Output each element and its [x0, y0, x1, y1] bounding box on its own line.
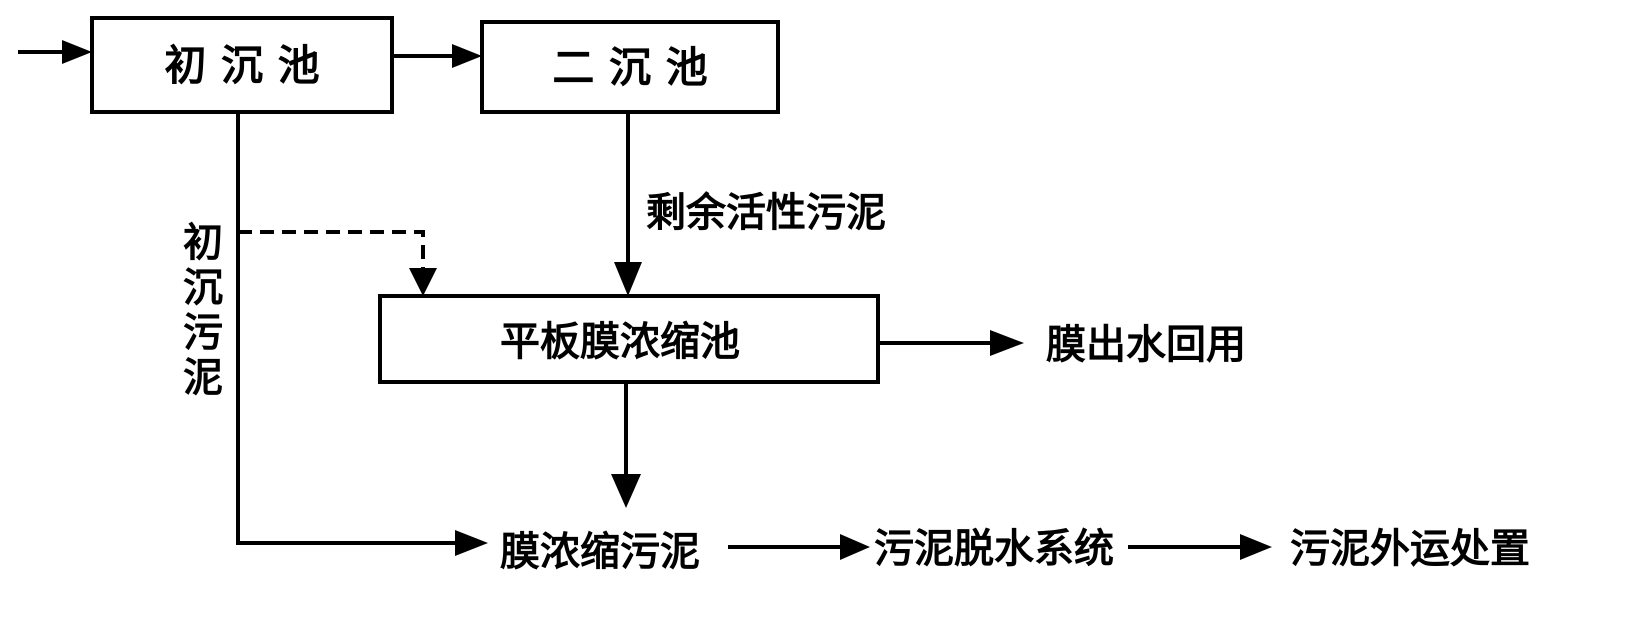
membrane-thickened-sludge-label: 膜浓缩污泥 — [500, 529, 700, 575]
effluent-arrowhead — [990, 330, 1024, 356]
dewatering-to-disposal-arrowhead — [1240, 534, 1272, 560]
primary-sludge-char-2: 沉 — [183, 265, 223, 311]
membrane-tank-box — [378, 294, 880, 384]
membrane-tank-label: 平板膜浓缩池 — [500, 319, 740, 365]
dashed-bypass-line — [238, 230, 425, 268]
primary-sludge-char-3: 污 — [183, 310, 223, 356]
sludge-to-dewatering-arrowhead — [840, 534, 870, 560]
primary-clarifier-label: 初 沉 池 — [164, 41, 319, 90]
primary-sludge-vertical-label: 初 沉 污 泥 — [183, 220, 223, 401]
sludge-dewatering-system-label: 污泥脱水系统 — [874, 526, 1114, 572]
membrane-to-sludge-arrowhead — [611, 474, 641, 508]
dashed-bypass-arrowhead — [409, 268, 437, 296]
sludge-offsite-disposal-label: 污泥外运处置 — [1290, 526, 1530, 572]
primary-sludge-char-1: 初 — [183, 220, 223, 266]
membrane-effluent-reuse-label: 膜出水回用 — [1046, 322, 1246, 368]
inflow-arrowhead — [62, 40, 92, 64]
primary-sludge-arrowhead — [455, 530, 488, 556]
excess-activated-sludge-label: 剩余活性污泥 — [646, 190, 886, 236]
secondary-clarifier-label: 二 沉 池 — [552, 43, 707, 92]
primary-to-secondary-arrowhead — [452, 44, 482, 68]
primary-clarifier-box — [90, 16, 394, 114]
secondary-to-membrane-arrowhead — [614, 262, 642, 296]
primary-sludge-char-4: 泥 — [183, 355, 223, 401]
